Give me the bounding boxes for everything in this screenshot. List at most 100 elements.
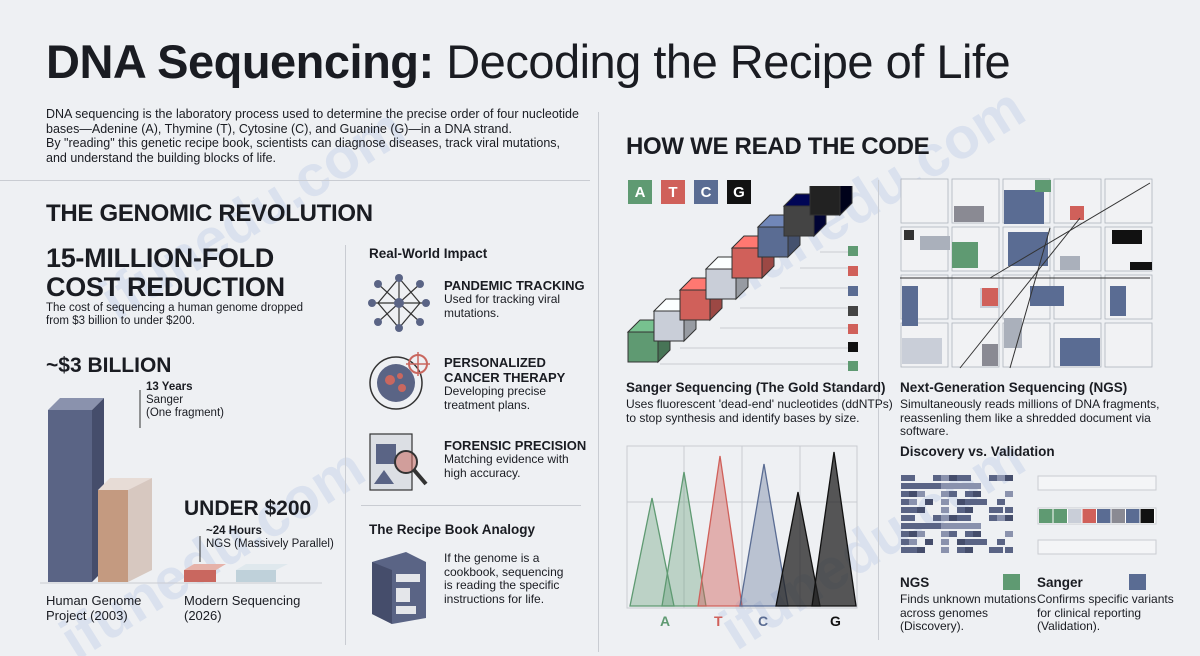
marker-g [848,306,858,316]
track-cell [1039,509,1053,523]
bar-front-sanger [98,490,128,582]
dna-fragment [1110,286,1126,316]
mosaic-cell [957,547,965,553]
mosaic-cell [973,499,987,505]
mosaic-cell [949,491,957,497]
mosaic-cell [941,483,949,489]
mosaic-cell [957,499,965,505]
track-cell [1140,509,1154,523]
mosaic-cell [909,499,917,505]
chromatogram: A T C G [626,445,858,629]
analogy-line: is reading the specific [444,578,560,592]
mosaic-cell [973,483,981,489]
mosaic-cell [989,475,997,481]
bar-side-sanger [128,478,152,582]
mosaic-cell [901,515,915,521]
sanger-legend: Sanger Confirms specific variants for cl… [1037,574,1174,634]
mosaic-cell [989,515,997,521]
impact-desc: Used for tracking viral [444,292,561,306]
mosaic-cell [917,483,931,489]
revolution-heading: THE GENOMIC REVOLUTION [46,200,373,227]
bar-front-ngs [236,570,276,582]
mosaic-cell [901,547,915,553]
bar1-label: Human Genome Project (2003) [46,593,141,623]
mosaic-cell [965,483,973,489]
mosaic-cell [957,475,971,481]
dna-fragment [920,236,950,250]
bar2-method: NGS (Massively Parallel) [206,538,334,550]
bar2-label: Modern Sequencing (2026) [184,593,300,623]
mosaic-cell [957,523,965,529]
intro-line: DNA sequencing is the laboratory process… [46,107,579,121]
bar1-detail: (One fragment) [146,407,224,419]
mosaic-cell [933,483,947,489]
impact-title: FORENSIC PRECISION [444,438,587,453]
mosaic-cell [1005,547,1013,553]
impact-title: PERSONALIZED [444,355,546,370]
mosaic-cell [917,523,931,529]
mosaic-cell [941,475,949,481]
bar-top-sanger [98,478,152,490]
ngs-label: NGS [900,574,930,590]
peak-label-g: G [830,613,841,629]
mosaic-cell [941,539,949,545]
mosaic-cell [941,499,949,505]
track-cell [1126,509,1140,523]
mosaic-cell [997,475,1005,481]
mosaic-cell [933,515,941,521]
divider [878,180,879,640]
mosaic-cell [941,547,949,553]
intro-paragraph: DNA sequencing is the laboratory process… [46,107,586,165]
mosaic-cell [909,507,917,513]
mosaic-cell [909,531,917,537]
stat-line: COST REDUCTION [46,272,285,302]
bar-top-modern [184,564,226,570]
dna-fragment [1130,262,1152,270]
ngs-desc: (Discovery). [900,619,965,633]
mosaic-cell [925,539,933,545]
bar1-time: 13 Years [146,381,193,393]
sanger-desc-line: to stop synthesis and identify bases by … [626,410,860,425]
sanger-legend-swatch [1128,574,1146,590]
ngs-legend-swatch [1003,574,1021,590]
dna-fragment [1035,180,1051,192]
mosaic-cell [901,491,915,497]
marker-t [848,266,858,276]
marker-a [848,361,858,371]
mosaic-cell [949,483,957,489]
dna-fragment [954,206,984,222]
mosaic-cell [965,547,973,553]
dna-fragment [1060,338,1100,366]
mosaic-cell [917,507,925,513]
dna-fragment [1070,206,1084,220]
bar-front-hgp [48,410,92,582]
impact-desc: mutations. [444,305,500,320]
mosaic-cell [973,539,987,545]
ngs-desc: Finds unknown mutations [900,592,1037,606]
mosaic-cell [965,491,979,497]
discovery-heading: Discovery vs. Validation [900,444,1055,459]
dna-fragment [1060,256,1080,270]
mosaic-cell [909,547,917,553]
mosaic-cell [917,547,925,553]
dna-fragment [904,230,914,240]
bar2-label-line: Modern Sequencing [184,593,301,608]
dna-fragment [902,286,918,326]
mosaic-cell [949,523,957,529]
marker-c [848,286,858,296]
impact-desc: high accuracy. [444,465,521,480]
mosaic-cell [1005,491,1013,497]
base-legend: A T C G [628,180,751,204]
sanger-title: Sanger Sequencing (The Gold Standard) [626,380,886,395]
impact-desc: treatment plans. [444,397,531,412]
bar2-value: UNDER $200 [184,497,312,520]
mosaic-cell [965,523,973,529]
bar1-annotation: 13 Years Sanger (One fragment) [146,381,224,420]
mosaic-cell [989,507,1003,513]
mosaic-cell [909,491,917,497]
impact-title: PANDEMIC TRACKING [444,278,585,293]
bar-top-hgp [48,398,104,410]
mosaic-cell [997,539,1005,545]
sanger-desc-line: Uses fluorescent 'dead-end' nucleotides … [626,397,893,411]
divider [598,112,599,652]
